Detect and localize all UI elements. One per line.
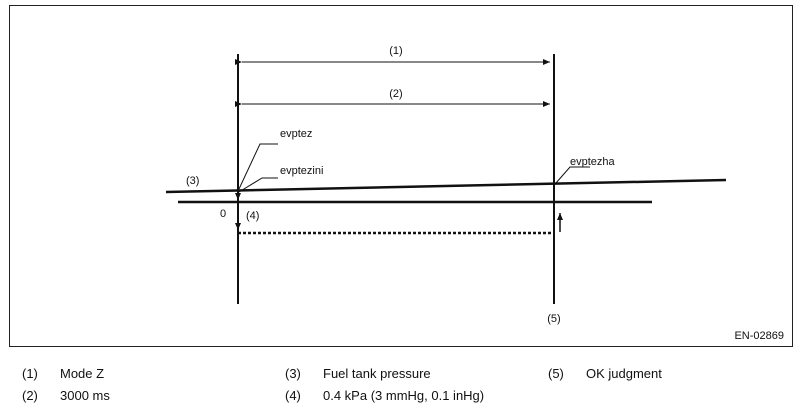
legend-text: Mode Z xyxy=(60,366,105,381)
interval-2-label: (2) xyxy=(389,88,402,100)
evptezha-label: evptezha xyxy=(570,156,616,168)
legend-text: Fuel tank pressure xyxy=(323,366,431,381)
legend-num: (4) xyxy=(285,388,301,403)
marker-5-label: (5) xyxy=(547,313,560,325)
legend-item-4: (4) 0.4 kPa (3 mmHg, 0.1 inHg) xyxy=(285,388,484,403)
line-3-label: (3) xyxy=(186,175,199,187)
legend-text: 3000 ms xyxy=(60,388,110,403)
figure-id: EN-02869 xyxy=(734,330,784,342)
legend-num: (2) xyxy=(22,388,38,403)
step-4-label: (4) xyxy=(246,210,259,222)
legend-num: (1) xyxy=(22,366,38,381)
interval-1-label: (1) xyxy=(389,45,402,57)
legend-text: 0.4 kPa (3 mmHg, 0.1 inHg) xyxy=(323,388,485,403)
legend-num: (3) xyxy=(285,366,301,381)
legend-item-5: (5) OK judgment xyxy=(548,366,662,381)
legend-item-2: (2) 3000 ms xyxy=(22,388,110,403)
pressure-line xyxy=(165,178,727,194)
legend: (1) Mode Z (2) 3000 ms (3) Fuel tank pressu… xyxy=(0,366,807,410)
timing-diagram: (1) (2) (3) 0 (4) (5) evptez evptezini e… xyxy=(165,45,727,325)
evptezini-label: evptezini xyxy=(280,165,323,177)
legend-num: (5) xyxy=(548,366,564,381)
diagram-frame: (1) (2) (3) 0 (4) (5) evptez evptezini e… xyxy=(9,5,793,347)
legend-text: OK judgment xyxy=(586,366,662,381)
evptez-callout-line xyxy=(238,143,278,190)
legend-item-3: (3) Fuel tank pressure xyxy=(285,366,431,381)
zero-label: 0 xyxy=(220,208,226,220)
evptez-label: evptez xyxy=(280,128,312,140)
evptezha-callout-line xyxy=(555,166,590,184)
evptezini-callout-line xyxy=(238,177,278,193)
legend-item-1: (1) Mode Z xyxy=(22,366,104,381)
